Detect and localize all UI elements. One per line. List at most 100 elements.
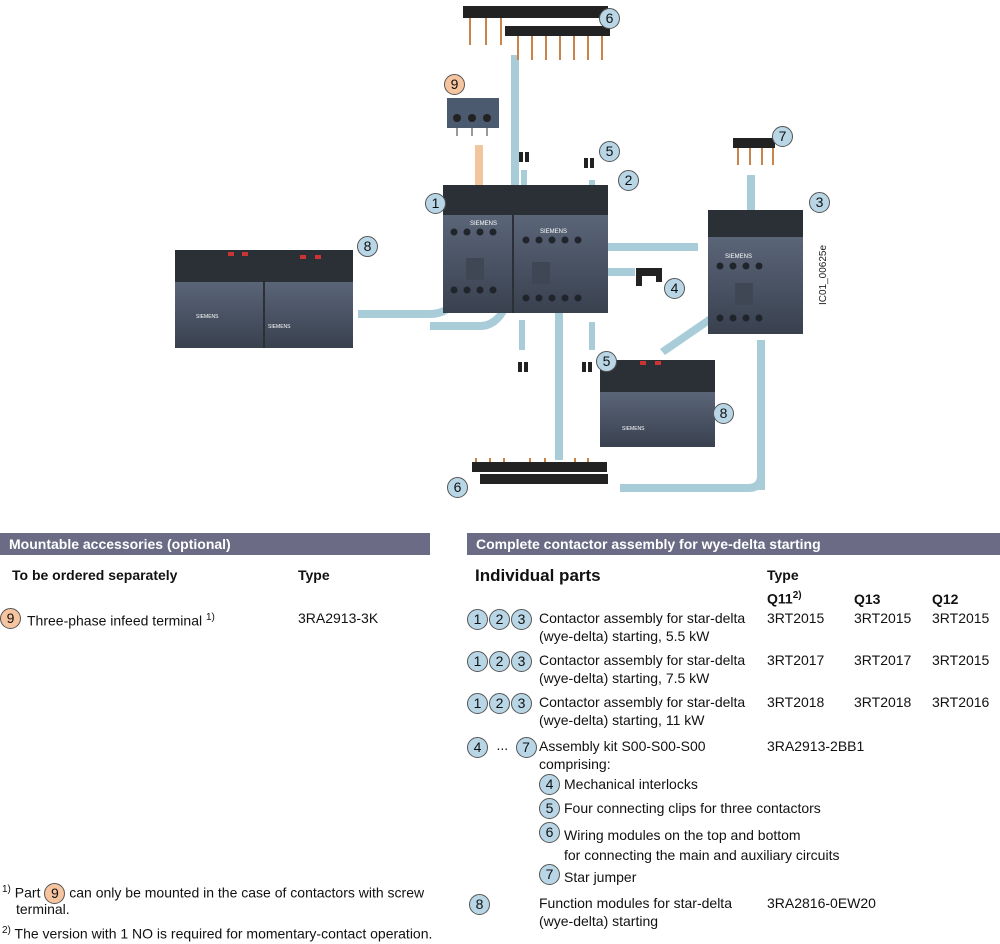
kit-desc-l1: Assembly kit S00-S00-S00 bbox=[539, 738, 706, 754]
callout-8: 8 bbox=[357, 236, 378, 257]
row2-q13: 3RT2017 bbox=[854, 652, 912, 668]
callout-4: 4 bbox=[664, 278, 685, 299]
kit-item-num-7: 7 bbox=[539, 864, 560, 885]
kit-nums: 4 ... 7 bbox=[467, 737, 538, 758]
row1-desc-l1: Contactor assembly for star-delta bbox=[539, 610, 746, 626]
row1-num-1: 1 bbox=[467, 609, 488, 630]
row2-q12: 3RT2015 bbox=[932, 652, 990, 668]
row2-desc-l1: Contactor assembly for star-delta bbox=[539, 652, 746, 668]
callout-3: 3 bbox=[809, 192, 830, 213]
row3-q12: 3RT2016 bbox=[932, 694, 990, 710]
col-q13: Q13 bbox=[854, 591, 881, 607]
row1-q13: 3RT2015 bbox=[854, 610, 912, 626]
row3-num-2: 2 bbox=[489, 693, 510, 714]
row3-num-1: 1 bbox=[467, 693, 488, 714]
row2-num-2: 2 bbox=[489, 651, 510, 672]
connecting-clips bbox=[518, 152, 594, 372]
svg-text:SIEMENS: SIEMENS bbox=[540, 229, 567, 235]
callout-5: 5 bbox=[599, 141, 620, 162]
callout-6: 6 bbox=[599, 8, 620, 29]
svg-text:SIEMENS: SIEMENS bbox=[622, 426, 645, 432]
infeed-terminal-label: Three-phase infeed terminal bbox=[27, 612, 203, 629]
footnote-1-pre: Part bbox=[14, 884, 41, 901]
col-type: Type bbox=[767, 567, 799, 583]
footnote-num-9: 9 bbox=[44, 883, 66, 905]
footnote-2-mark: 2) bbox=[2, 925, 11, 936]
func-desc-l2: (wye-delta) starting bbox=[539, 913, 659, 929]
row3-num-3: 3 bbox=[511, 693, 532, 714]
callout-5: 5 bbox=[596, 351, 617, 372]
wiring-module-top bbox=[463, 6, 610, 60]
kit-item-num-5: 5 bbox=[539, 798, 560, 819]
col-q12: Q12 bbox=[932, 591, 959, 607]
svg-text:SIEMENS: SIEMENS bbox=[725, 254, 752, 260]
callout-1: 1 bbox=[425, 193, 446, 214]
footnote-ref: 1) bbox=[206, 612, 215, 623]
kit-item-interlocks: Mechanical interlocks bbox=[564, 776, 698, 792]
contactor-pair: SIEMENS SIEMENS bbox=[443, 185, 608, 313]
row1-q12: 3RT2015 bbox=[932, 610, 990, 626]
kit-item-star-jumper: Star jumper bbox=[564, 869, 637, 885]
footnote-1-line2: terminal. bbox=[16, 901, 70, 917]
col-order-separately: To be ordered separately bbox=[12, 567, 178, 583]
kit-num-4: 4 bbox=[467, 737, 488, 758]
function-module-left: SIEMENS SIEMENS bbox=[175, 250, 353, 348]
footnote-2-text: The version with 1 NO is required for mo… bbox=[14, 925, 433, 942]
infeed-terminal-desc: Three-phase infeed terminal 1) bbox=[27, 609, 215, 630]
row2-num-1: 1 bbox=[467, 651, 488, 672]
accessories-header: Mountable accessories (optional) bbox=[0, 533, 430, 555]
kit-desc-l2: comprising: bbox=[539, 756, 611, 772]
contactor-3: SIEMENS bbox=[708, 210, 803, 334]
callout-9: 9 bbox=[444, 74, 465, 95]
footnote-1-text: can only be mounted in the case of conta… bbox=[69, 884, 425, 901]
row2-q11: 3RT2017 bbox=[767, 652, 825, 668]
row3-desc-l2: (wye-delta) starting, 11 kW bbox=[539, 712, 705, 728]
func-num-8: 8 bbox=[469, 894, 490, 915]
col-q11: Q112) bbox=[767, 587, 802, 608]
kit-item-clips: Four connecting clips for three contacto… bbox=[564, 800, 821, 816]
row1-num-2: 2 bbox=[489, 609, 510, 630]
svg-text:SIEMENS: SIEMENS bbox=[196, 314, 219, 320]
row3-q11: 3RT2018 bbox=[767, 694, 825, 710]
row2-num-3: 3 bbox=[511, 651, 532, 672]
kit-item-num-4: 4 bbox=[539, 774, 560, 795]
figure-id-label: IC01_00625e bbox=[818, 245, 829, 305]
contactor-assembly-header: Complete contactor assembly for wye-delt… bbox=[467, 533, 1000, 555]
row3-q13: 3RT2018 bbox=[854, 694, 912, 710]
star-jumper bbox=[733, 138, 775, 165]
col-individual-parts: Individual parts bbox=[475, 566, 601, 585]
row2-desc-l2: (wye-delta) starting, 7.5 kW bbox=[539, 670, 710, 686]
assembly-exploded-view: SIEMENS SIEMENS SIEMENS SIEMENS SIEMENS bbox=[175, 6, 829, 492]
q11-label: Q11 bbox=[767, 590, 793, 607]
infeed-terminal-type: 3RA2913-3K bbox=[298, 610, 379, 626]
footnote-2: 2) The version with 1 NO is required for… bbox=[2, 922, 432, 943]
infeed-guide bbox=[475, 145, 483, 195]
svg-text:SIEMENS: SIEMENS bbox=[268, 324, 291, 330]
interlock bbox=[636, 268, 662, 286]
callout-2: 2 bbox=[618, 170, 639, 191]
row1-q11: 3RT2015 bbox=[767, 610, 825, 626]
callout-6: 6 bbox=[447, 477, 468, 498]
row1-num-3: 3 bbox=[511, 609, 532, 630]
svg-text:SIEMENS: SIEMENS bbox=[470, 221, 497, 227]
callout-7: 7 bbox=[772, 126, 793, 147]
callout-8: 8 bbox=[713, 403, 734, 424]
row3-desc-l1: Contactor assembly for star-delta bbox=[539, 694, 746, 710]
func-type: 3RA2816-0EW20 bbox=[767, 895, 876, 911]
footnote-1: 1) Part 9 can only be mounted in the cas… bbox=[2, 880, 425, 905]
func-desc-l1: Function modules for star-delta bbox=[539, 895, 732, 911]
function-module-right: SIEMENS bbox=[600, 360, 715, 447]
kit-item-num-6: 6 bbox=[539, 822, 560, 843]
kit-item-wiring-l1: Wiring modules on the top and bottom bbox=[564, 827, 801, 843]
wiring-module-bottom bbox=[472, 458, 608, 484]
col-type: Type bbox=[298, 567, 330, 583]
kit-type: 3RA2913-2BB1 bbox=[767, 738, 865, 754]
kit-ellipsis: ... bbox=[496, 737, 509, 753]
q11-footnote: 2) bbox=[792, 590, 802, 601]
footnote-1-mark: 1) bbox=[2, 884, 11, 895]
kit-item-wiring-l2: for connecting the main and auxiliary ci… bbox=[564, 847, 840, 863]
row1-desc-l2: (wye-delta) starting, 5.5 kW bbox=[539, 628, 710, 644]
